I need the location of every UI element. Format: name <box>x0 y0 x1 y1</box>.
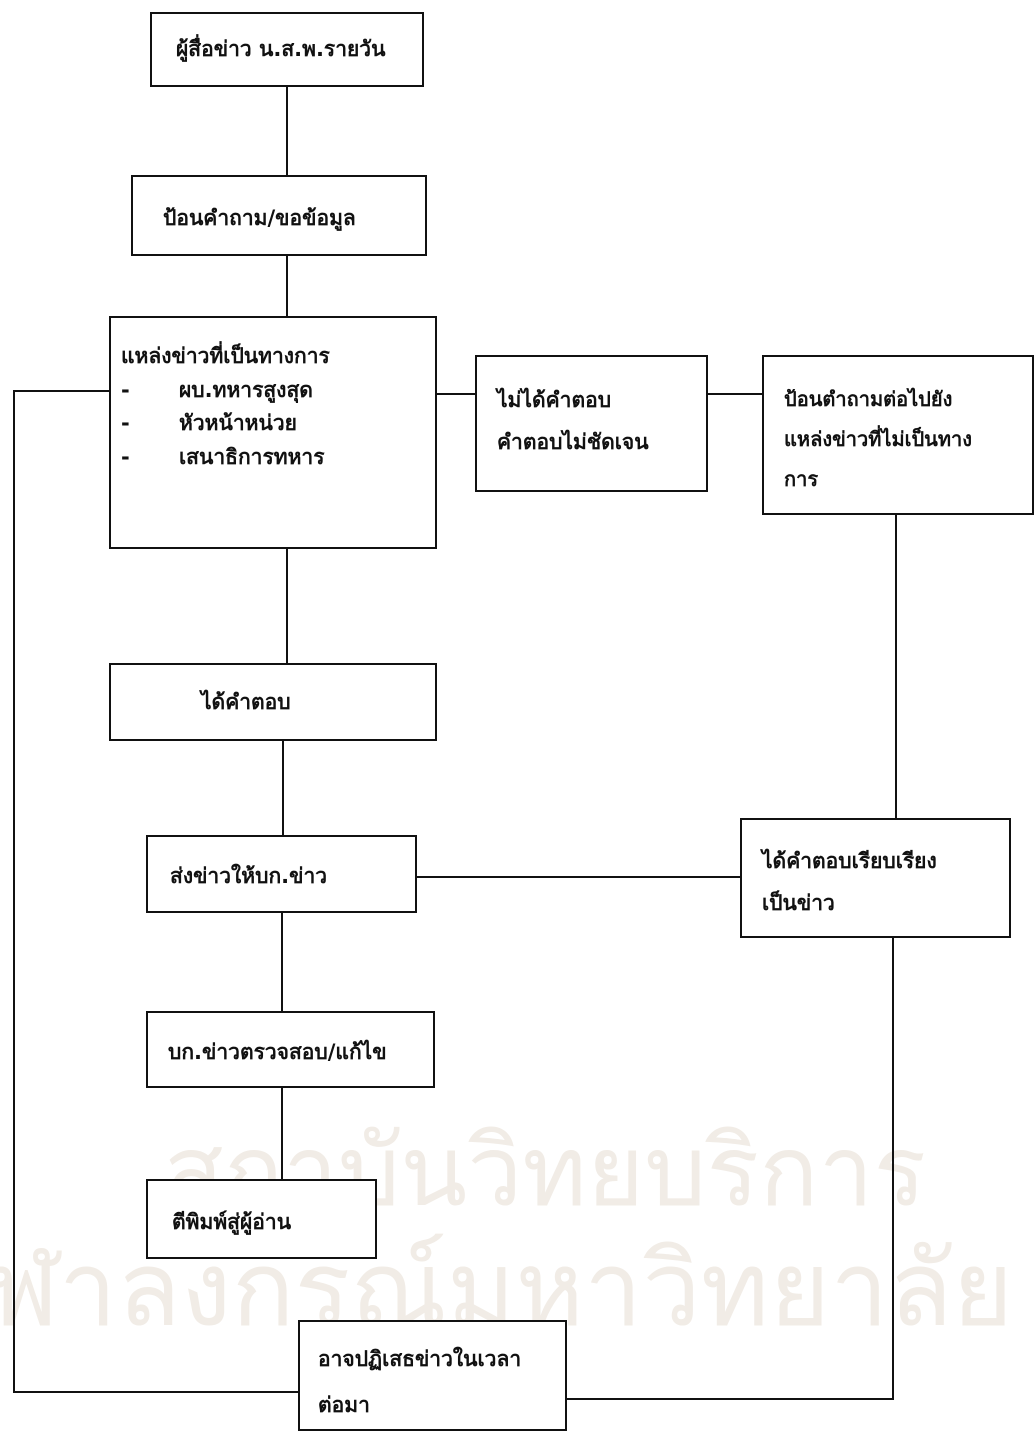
node-compose-line-1: ได้คำตอบเรียบเรียง <box>762 849 937 873</box>
node-deny-line-2: ต่อมา <box>318 1393 370 1418</box>
official-item-2: - หัวหน้าหน่วย <box>121 407 435 441</box>
node-reporter: ผู้สื่อข่าว น.ส.พ.รายวัน <box>150 12 424 87</box>
node-send-editor: ส่งข่าวให้บก.ข่าว <box>146 835 417 913</box>
node-no-answer-line-1: ไม่ได้คำตอบ <box>497 388 612 412</box>
official-item-3-text: เสนาธิการทหาร <box>179 444 325 469</box>
official-item-2-text: หัวหน้าหน่วย <box>179 411 297 436</box>
node-no-answer: ไม่ได้คำตอบ คำตอบไม่ชัดเจน <box>475 355 708 492</box>
node-ask-text: ป้อนคำถาม/ขอข้อมูล <box>163 206 356 230</box>
official-item-3: - เสนาธิการทหาร <box>121 441 435 475</box>
node-editor-check: บก.ข่าวตรวจสอบ/แก้ไข <box>146 1011 435 1088</box>
node-ask-unofficial-line-2: แหล่งข่าวที่ไม่เป็นทาง <box>784 427 973 451</box>
node-ask-unofficial-line-1: ป้อนตำถามต่อไปยัง <box>784 387 953 411</box>
node-ask-unofficial-line-3: การ <box>784 467 819 491</box>
node-got-answer: ได้คำตอบ <box>109 663 437 741</box>
bullet-dash: - <box>121 377 130 402</box>
node-official-title: แหล่งข่าวที่เป็นทางการ <box>121 344 330 368</box>
node-ask-unofficial: ป้อนตำถามต่อไปยัง แหล่งข่าวที่ไม่เป็นทาง… <box>762 355 1034 515</box>
node-reporter-text: ผู้สื่อข่าว น.ส.พ.รายวัน <box>176 37 386 61</box>
official-item-1-text: ผบ.ทหารสูงสุด <box>179 377 313 402</box>
node-no-answer-line-2: คำตอบไม่ชัดเจน <box>497 430 649 454</box>
bullet-dash: - <box>121 411 130 436</box>
node-official-sources: แหล่งข่าวที่เป็นทางการ - ผบ.ทหารสูงสุด -… <box>109 316 437 549</box>
node-editor-check-text: บก.ข่าวตรวจสอบ/แก้ไข <box>168 1040 387 1064</box>
connector-compose-deny-right <box>566 937 894 1400</box>
node-compose-news: ได้คำตอบเรียบเรียง เป็นข่าว <box>740 818 1011 938</box>
node-deny-line-1: อาจปฏิเสธข่าวในเวลา <box>318 1347 522 1371</box>
node-publish: ตีพิมพ์สู่ผู้อ่าน <box>146 1179 377 1259</box>
bullet-dash: - <box>121 444 130 469</box>
connector-official-deny-left <box>13 390 299 1393</box>
node-publish-text: ตีพิมพ์สู่ผู้อ่าน <box>172 1210 292 1234</box>
node-deny-later: อาจปฏิเสธข่าวในเวลา ต่อมา <box>298 1320 567 1431</box>
official-item-1: - ผบ.ทหารสูงสุด <box>121 374 435 408</box>
node-send-editor-text: ส่งข่าวให้บก.ข่าว <box>170 864 328 888</box>
node-compose-line-2: เป็นข่าว <box>762 891 835 915</box>
node-ask: ป้อนคำถาม/ขอข้อมูล <box>131 175 427 256</box>
node-got-answer-text: ได้คำตอบ <box>201 690 291 714</box>
